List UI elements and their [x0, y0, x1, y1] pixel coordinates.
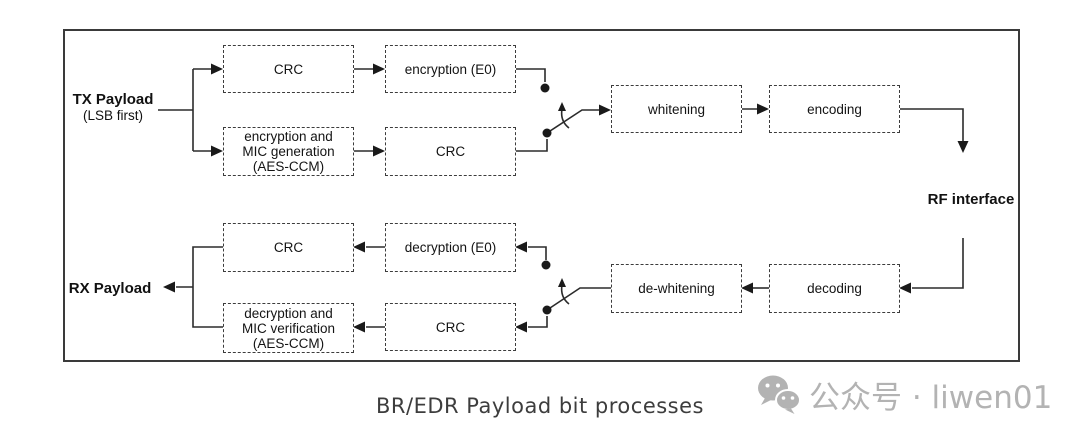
box-whitening: whitening [611, 85, 742, 133]
tx-payload-label-sub: (LSB first) [82, 108, 143, 123]
box-decoding: decoding [769, 264, 900, 313]
box-tx-mic-generation: encryption and MIC generation (AES-CCM) [223, 127, 354, 176]
box-tx-crc-upper: CRC [223, 45, 354, 93]
rf-interface-label: RF interface [927, 191, 1015, 208]
box-rx-decryption-e0: decryption (E0) [385, 223, 516, 272]
tx-payload-label-main: TX Payload [72, 91, 154, 108]
watermark-text: 公众号 · liwen01 [809, 380, 1053, 416]
box-rx-crc-lower: CRC [385, 303, 516, 351]
watermark: 公众号 · liwen01 [756, 372, 1052, 417]
rx-payload-label: RX Payload [68, 280, 152, 297]
tx-payload-label: TX Payload (LSB first) [63, 91, 163, 123]
box-tx-crc-lower: CRC [385, 127, 516, 176]
box-rx-mic-verification: decryption and MIC verification (AES-CCM… [223, 303, 354, 353]
wechat-icon [758, 375, 801, 414]
box-encoding: encoding [769, 85, 900, 133]
box-rx-crc-upper: CRC [223, 223, 354, 272]
figure-caption: BR/EDR Payload bit processes [376, 394, 704, 418]
box-de-whitening: de-whitening [611, 264, 742, 313]
box-tx-encryption-e0: encryption (E0) [385, 45, 516, 93]
